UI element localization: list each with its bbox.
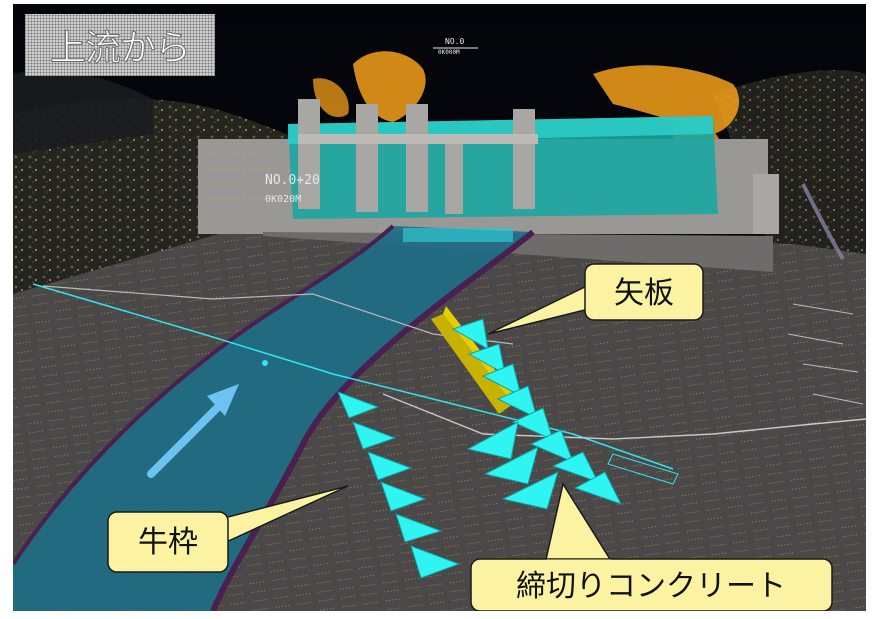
station-label-left-sub: 0K020M	[265, 194, 301, 205]
callout-yaita: 矢板	[487, 263, 704, 335]
station-label-top: NO.0	[445, 37, 464, 46]
callout-shimekiri-label: 締切りコンクリート	[516, 569, 786, 604]
station-label-left: NO.0+20	[265, 173, 320, 188]
callout-ushiwaku: 牛枠	[107, 485, 349, 573]
callout-ushiwaku-label: 牛枠	[138, 525, 198, 560]
cofferdam-concrete-blocks	[451, 318, 622, 510]
callout-shimekiri: 締切りコンクリート	[470, 482, 833, 611]
right-hillside-point-cloud	[713, 70, 866, 304]
3d-point-cloud-scene: 矢板 牛枠 締切りコンクリート NO.0 0K000M NO.0+20 0K02…	[13, 4, 866, 611]
right-slope-points	[787, 183, 864, 405]
flow-direction-arrow	[147, 384, 239, 478]
callout-yaita-label: 矢板	[614, 276, 674, 311]
river-centerline	[32, 283, 674, 470]
ushiwaku-cattle-frames	[337, 391, 461, 579]
view-title-box: 上流から	[25, 14, 215, 76]
station-label-top-sub: 0K000M	[438, 49, 460, 56]
view-title: 上流から	[49, 28, 191, 70]
sheet-pile	[431, 314, 513, 414]
scene-frame: 矢板 牛枠 締切りコンクリート NO.0 0K000M NO.0+20 0K02…	[13, 4, 866, 611]
